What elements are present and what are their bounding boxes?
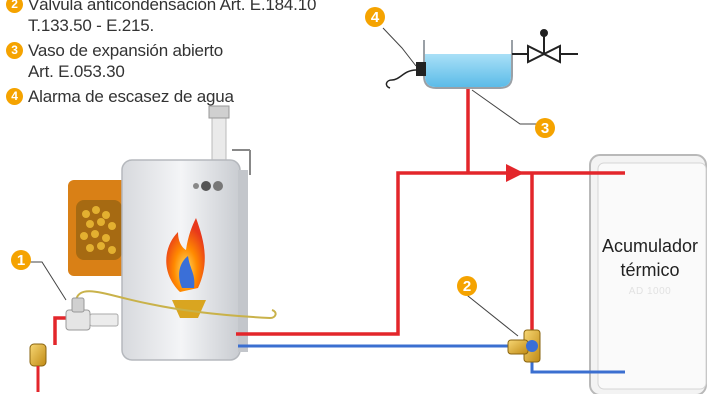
legend: 2 Válvula anticondensación Art. E.184.10…	[6, 0, 366, 111]
tank-model-label: AD 1000	[628, 286, 672, 297]
marker-1: 1	[11, 250, 31, 270]
legend-item-2: 2 Válvula anticondensación Art. E.184.10…	[6, 0, 366, 36]
drain-valve	[29, 343, 47, 392]
svg-text:1: 1	[17, 252, 25, 269]
legend-number-2: 2	[6, 0, 23, 13]
legend-text: T.133.50 - E.215.	[28, 16, 155, 35]
marker-4: 4	[365, 7, 385, 27]
pellet-hopper	[68, 180, 130, 276]
water-alarm-sensor	[385, 62, 426, 89]
legend-text: Vaso de expansión abierto	[28, 41, 224, 60]
svg-text:4: 4	[371, 9, 380, 26]
tank-label-line2: térmico	[620, 260, 680, 280]
expansion-vessel	[423, 40, 578, 89]
chimney	[208, 105, 251, 175]
thermostatic-valve	[65, 297, 119, 331]
legend-text: Art. E.053.30	[28, 62, 125, 81]
marker-2: 2	[457, 276, 477, 296]
legend-number-4: 4	[6, 88, 23, 105]
boiler	[121, 159, 248, 361]
return-pipe	[238, 344, 625, 374]
three-way-valve	[507, 329, 541, 363]
flexible-hose	[75, 290, 277, 320]
tank-label: Acumulador térmico	[598, 234, 702, 282]
legend-text: Válvula anticondensación Art. E.184.10	[28, 0, 317, 14]
flow-direction-arrow	[506, 164, 524, 182]
tank-label-line1: Acumulador	[601, 236, 699, 256]
legend-text: Alarma de escasez de agua	[28, 87, 234, 106]
legend-number-3: 3	[6, 42, 23, 59]
svg-text:3: 3	[541, 120, 549, 137]
legend-item-3: 3 Vaso de expansión abierto Art. E.053.3…	[6, 40, 366, 82]
legend-item-4: 4 Alarma de escasez de agua	[6, 86, 366, 107]
control-panel	[193, 181, 223, 191]
flame-icon	[166, 218, 205, 292]
svg-text:2: 2	[463, 278, 471, 295]
accumulator-tank	[589, 154, 707, 394]
marker-3: 3	[535, 118, 555, 138]
gate-valve-icon	[527, 29, 561, 64]
